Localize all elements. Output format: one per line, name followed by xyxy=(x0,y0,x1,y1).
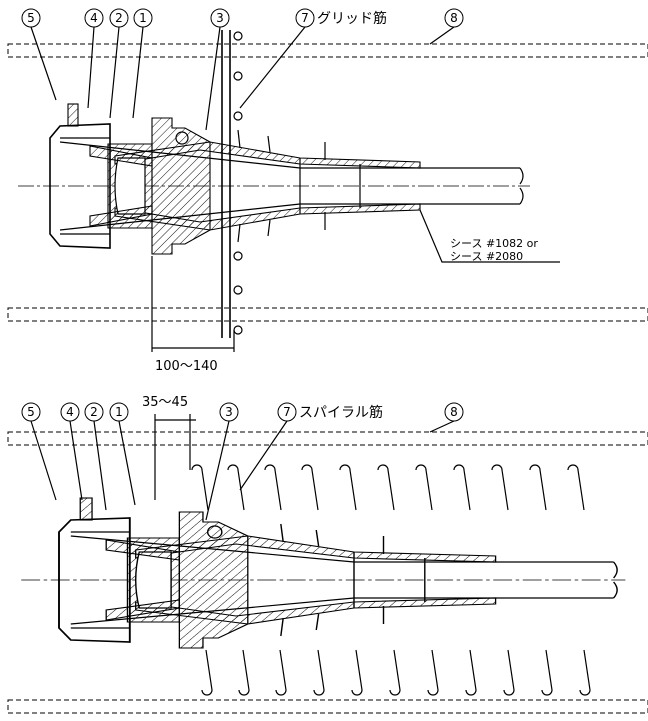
sheath-label-1: シース #1082 or xyxy=(450,237,538,250)
svg-text:2: 2 xyxy=(90,405,98,419)
svg-text:1: 1 xyxy=(139,11,147,25)
top-member-upper-edge xyxy=(7,43,648,58)
svg-text:5: 5 xyxy=(27,405,35,419)
bottom-anchorage-assembly xyxy=(20,497,627,649)
svg-text:7: 7 xyxy=(301,11,309,25)
spiral-rebar-label: スパイラル筋 xyxy=(299,404,383,421)
top-callouts: 5 4 2 1 3 7 8 xyxy=(21,8,464,28)
top-anchorage-assembly xyxy=(17,103,531,255)
svg-text:7: 7 xyxy=(283,405,291,419)
svg-text:8: 8 xyxy=(450,405,458,419)
svg-text:1: 1 xyxy=(115,405,123,419)
sheath-label-2: シース #2080 xyxy=(450,250,523,263)
top-member-lower-edge xyxy=(7,307,648,322)
top-grid-rebar xyxy=(221,30,243,338)
svg-text:8: 8 xyxy=(450,11,458,25)
top-dimension: 100〜140 xyxy=(155,359,218,374)
bottom-member-lower-edge xyxy=(7,699,648,714)
grid-rebar-label: グリッド筋 xyxy=(317,10,387,27)
top-diagram: 5 4 2 1 3 7 8 グリッド筋 100〜140 シース #1082 or… xyxy=(7,8,648,374)
spiral-rebar xyxy=(191,464,591,696)
svg-text:2: 2 xyxy=(115,11,123,25)
svg-text:3: 3 xyxy=(225,405,233,419)
svg-text:5: 5 xyxy=(27,11,35,25)
svg-text:3: 3 xyxy=(216,11,224,25)
svg-text:4: 4 xyxy=(66,405,74,419)
svg-text:4: 4 xyxy=(90,11,98,25)
bottom-member-upper-edge xyxy=(7,431,648,446)
bottom-diagram: 5 4 2 1 3 7 8 スパイラル筋 35〜45 xyxy=(7,395,648,714)
bottom-callouts: 5 4 2 1 3 7 8 xyxy=(21,402,464,422)
bottom-dimension: 35〜45 xyxy=(142,395,188,410)
